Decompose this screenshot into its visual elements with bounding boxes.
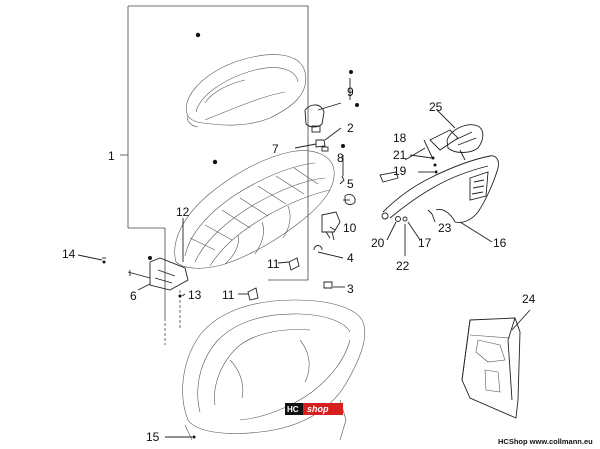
callout-15: 15	[146, 430, 160, 444]
callout-18: 18	[393, 131, 407, 145]
callout-23: 23	[438, 221, 452, 235]
callout-11b: 11	[222, 288, 235, 302]
seat-dot	[195, 32, 201, 38]
hinge-part	[127, 257, 189, 291]
screw-15	[192, 435, 196, 439]
callout-13: 13	[188, 288, 202, 302]
callout-3: 3	[347, 282, 354, 296]
callout-21: 21	[393, 148, 407, 162]
badge-hc-text: HC	[287, 405, 299, 414]
callout-14: 14	[62, 247, 76, 261]
badge-shop-text: shop	[307, 404, 329, 414]
screw-13	[178, 294, 182, 298]
leader-lines	[77, 78, 531, 438]
footer-watermark: HCShop www.collmann.eu	[498, 437, 593, 446]
helmet-compartment	[182, 299, 366, 441]
callout-6: 6	[130, 289, 137, 303]
callouts: 1 2 3 4 5 6 7 8 9 10 11 11 12 13 14 15 1…	[62, 85, 536, 444]
callout-7: 7	[272, 142, 279, 156]
callout-5: 5	[347, 177, 354, 191]
callout-1: 1	[108, 149, 115, 163]
screw-14	[102, 260, 106, 264]
callout-17: 17	[418, 236, 432, 250]
hc-shop-badge: HC shop	[285, 403, 343, 415]
dot-8	[341, 144, 345, 148]
callout-16: 16	[493, 236, 507, 250]
pan-dot	[212, 159, 218, 165]
callout-8: 8	[337, 151, 344, 165]
dot-9	[349, 70, 353, 74]
callout-19: 19	[393, 164, 407, 178]
callout-12: 12	[176, 205, 190, 219]
rack-plate	[446, 124, 484, 161]
seat-pan	[174, 150, 335, 269]
callout-2: 2	[347, 121, 354, 135]
callout-4: 4	[347, 251, 354, 265]
callout-9: 9	[347, 85, 354, 99]
lock-parts	[247, 104, 356, 301]
callout-10: 10	[343, 221, 357, 235]
dot-2	[355, 103, 359, 107]
seat	[186, 54, 307, 128]
assembly-frame	[120, 5, 309, 345]
callout-24: 24	[522, 292, 536, 306]
callout-11a: 11	[267, 257, 280, 271]
mud-flap	[461, 317, 521, 419]
callout-20: 20	[371, 236, 385, 250]
dot-12	[148, 256, 152, 260]
callout-22: 22	[396, 259, 410, 273]
rack-fasteners	[395, 156, 438, 222]
callout-25: 25	[429, 100, 443, 114]
rear-rack	[379, 129, 499, 223]
